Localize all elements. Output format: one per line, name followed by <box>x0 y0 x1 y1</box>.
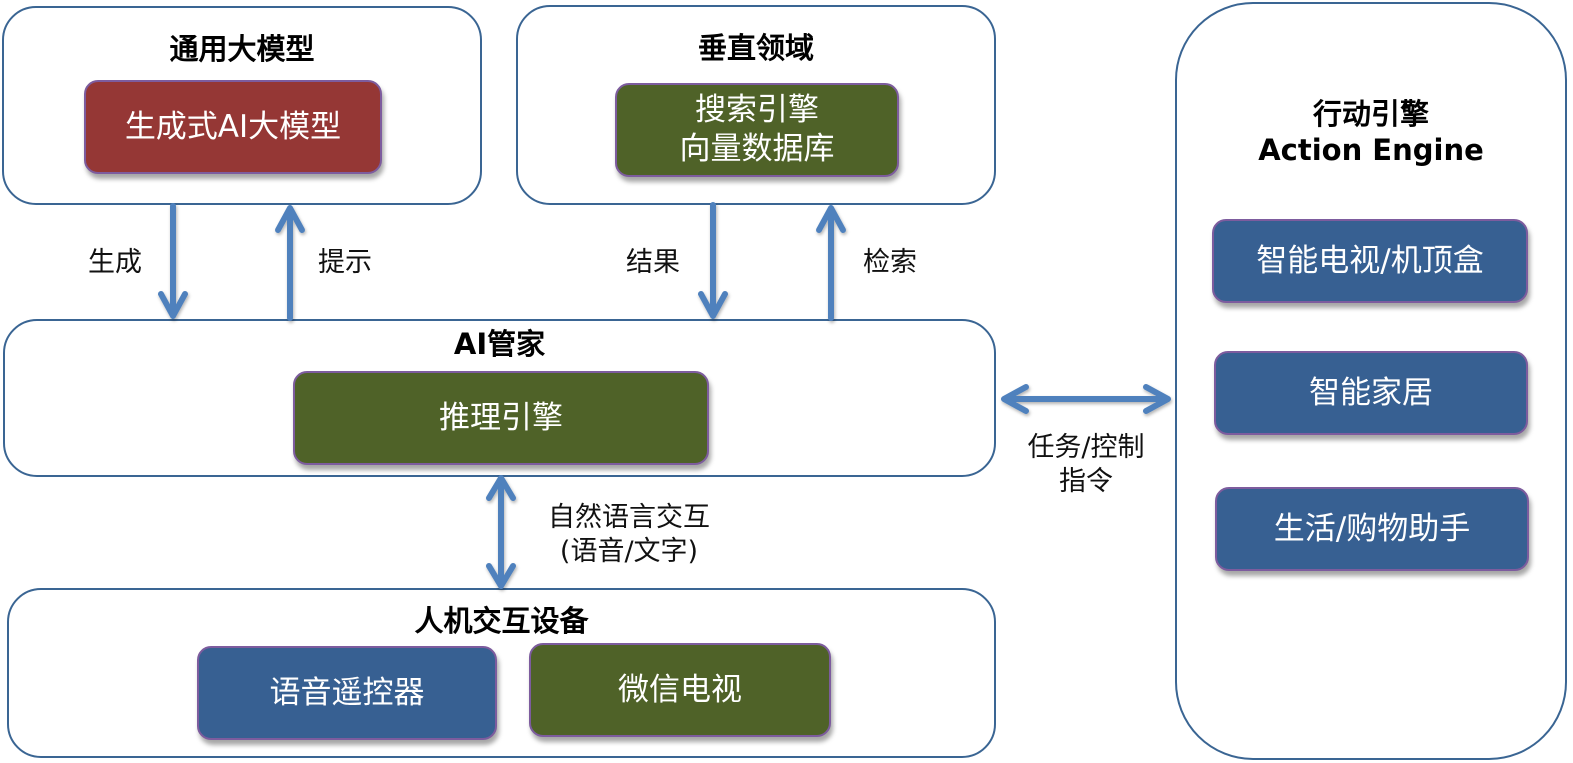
node-generative-ai-model[interactable]: 生成式AI大模型 <box>84 80 382 174</box>
group-title-vertical-domain: 垂直领域 <box>697 31 814 65</box>
node-smart-tv-stb[interactable]: 智能电视/机顶盒 <box>1212 219 1528 303</box>
arrow-task-control-bidirectional <box>1001 384 1171 414</box>
edge-label-retrieve: 检索 <box>863 247 917 278</box>
arrow-natural-language-bidirectional <box>486 475 516 589</box>
node-voice-remote[interactable]: 语音遥控器 <box>197 646 497 740</box>
arrow-generate-down <box>158 203 188 319</box>
group-hci-devices: 人机交互设备 语音遥控器 微信电视 <box>7 588 996 758</box>
group-vertical-domain: 垂直领域 搜索引擎 向量数据库 <box>516 5 996 205</box>
edge-label-result: 结果 <box>626 247 680 278</box>
node-smart-home[interactable]: 智能家居 <box>1214 351 1528 435</box>
group-title-hci-devices: 人机交互设备 <box>414 604 589 638</box>
node-wechat-tv[interactable]: 微信电视 <box>529 643 831 737</box>
arrow-prompt-up <box>275 205 305 321</box>
node-search-engine-vector-db[interactable]: 搜索引擎 向量数据库 <box>615 83 899 177</box>
group-title-action-engine: 行动引擎 Action Engine <box>1258 97 1484 168</box>
group-action-engine: 行动引擎 Action Engine 智能电视/机顶盒 智能家居 生活/购物助手 <box>1175 2 1567 760</box>
group-ai-butler: AI管家 推理引擎 <box>3 319 996 477</box>
group-general-model: 通用大模型 生成式AI大模型 <box>2 6 482 205</box>
edge-label-natural-language: 自然语言交互 (语音/文字) <box>548 502 710 567</box>
arrow-result-down <box>698 202 728 319</box>
node-inference-engine[interactable]: 推理引擎 <box>293 371 709 465</box>
group-title-ai-butler: AI管家 <box>453 327 546 361</box>
edge-label-prompt: 提示 <box>318 247 372 278</box>
edge-label-task-control: 任务/控制 指令 <box>1027 432 1145 497</box>
group-title-general-model: 通用大模型 <box>169 32 315 66</box>
edge-label-generate: 生成 <box>88 247 142 278</box>
arrow-retrieve-up <box>816 205 846 321</box>
node-life-shopping-assistant[interactable]: 生活/购物助手 <box>1215 487 1529 571</box>
